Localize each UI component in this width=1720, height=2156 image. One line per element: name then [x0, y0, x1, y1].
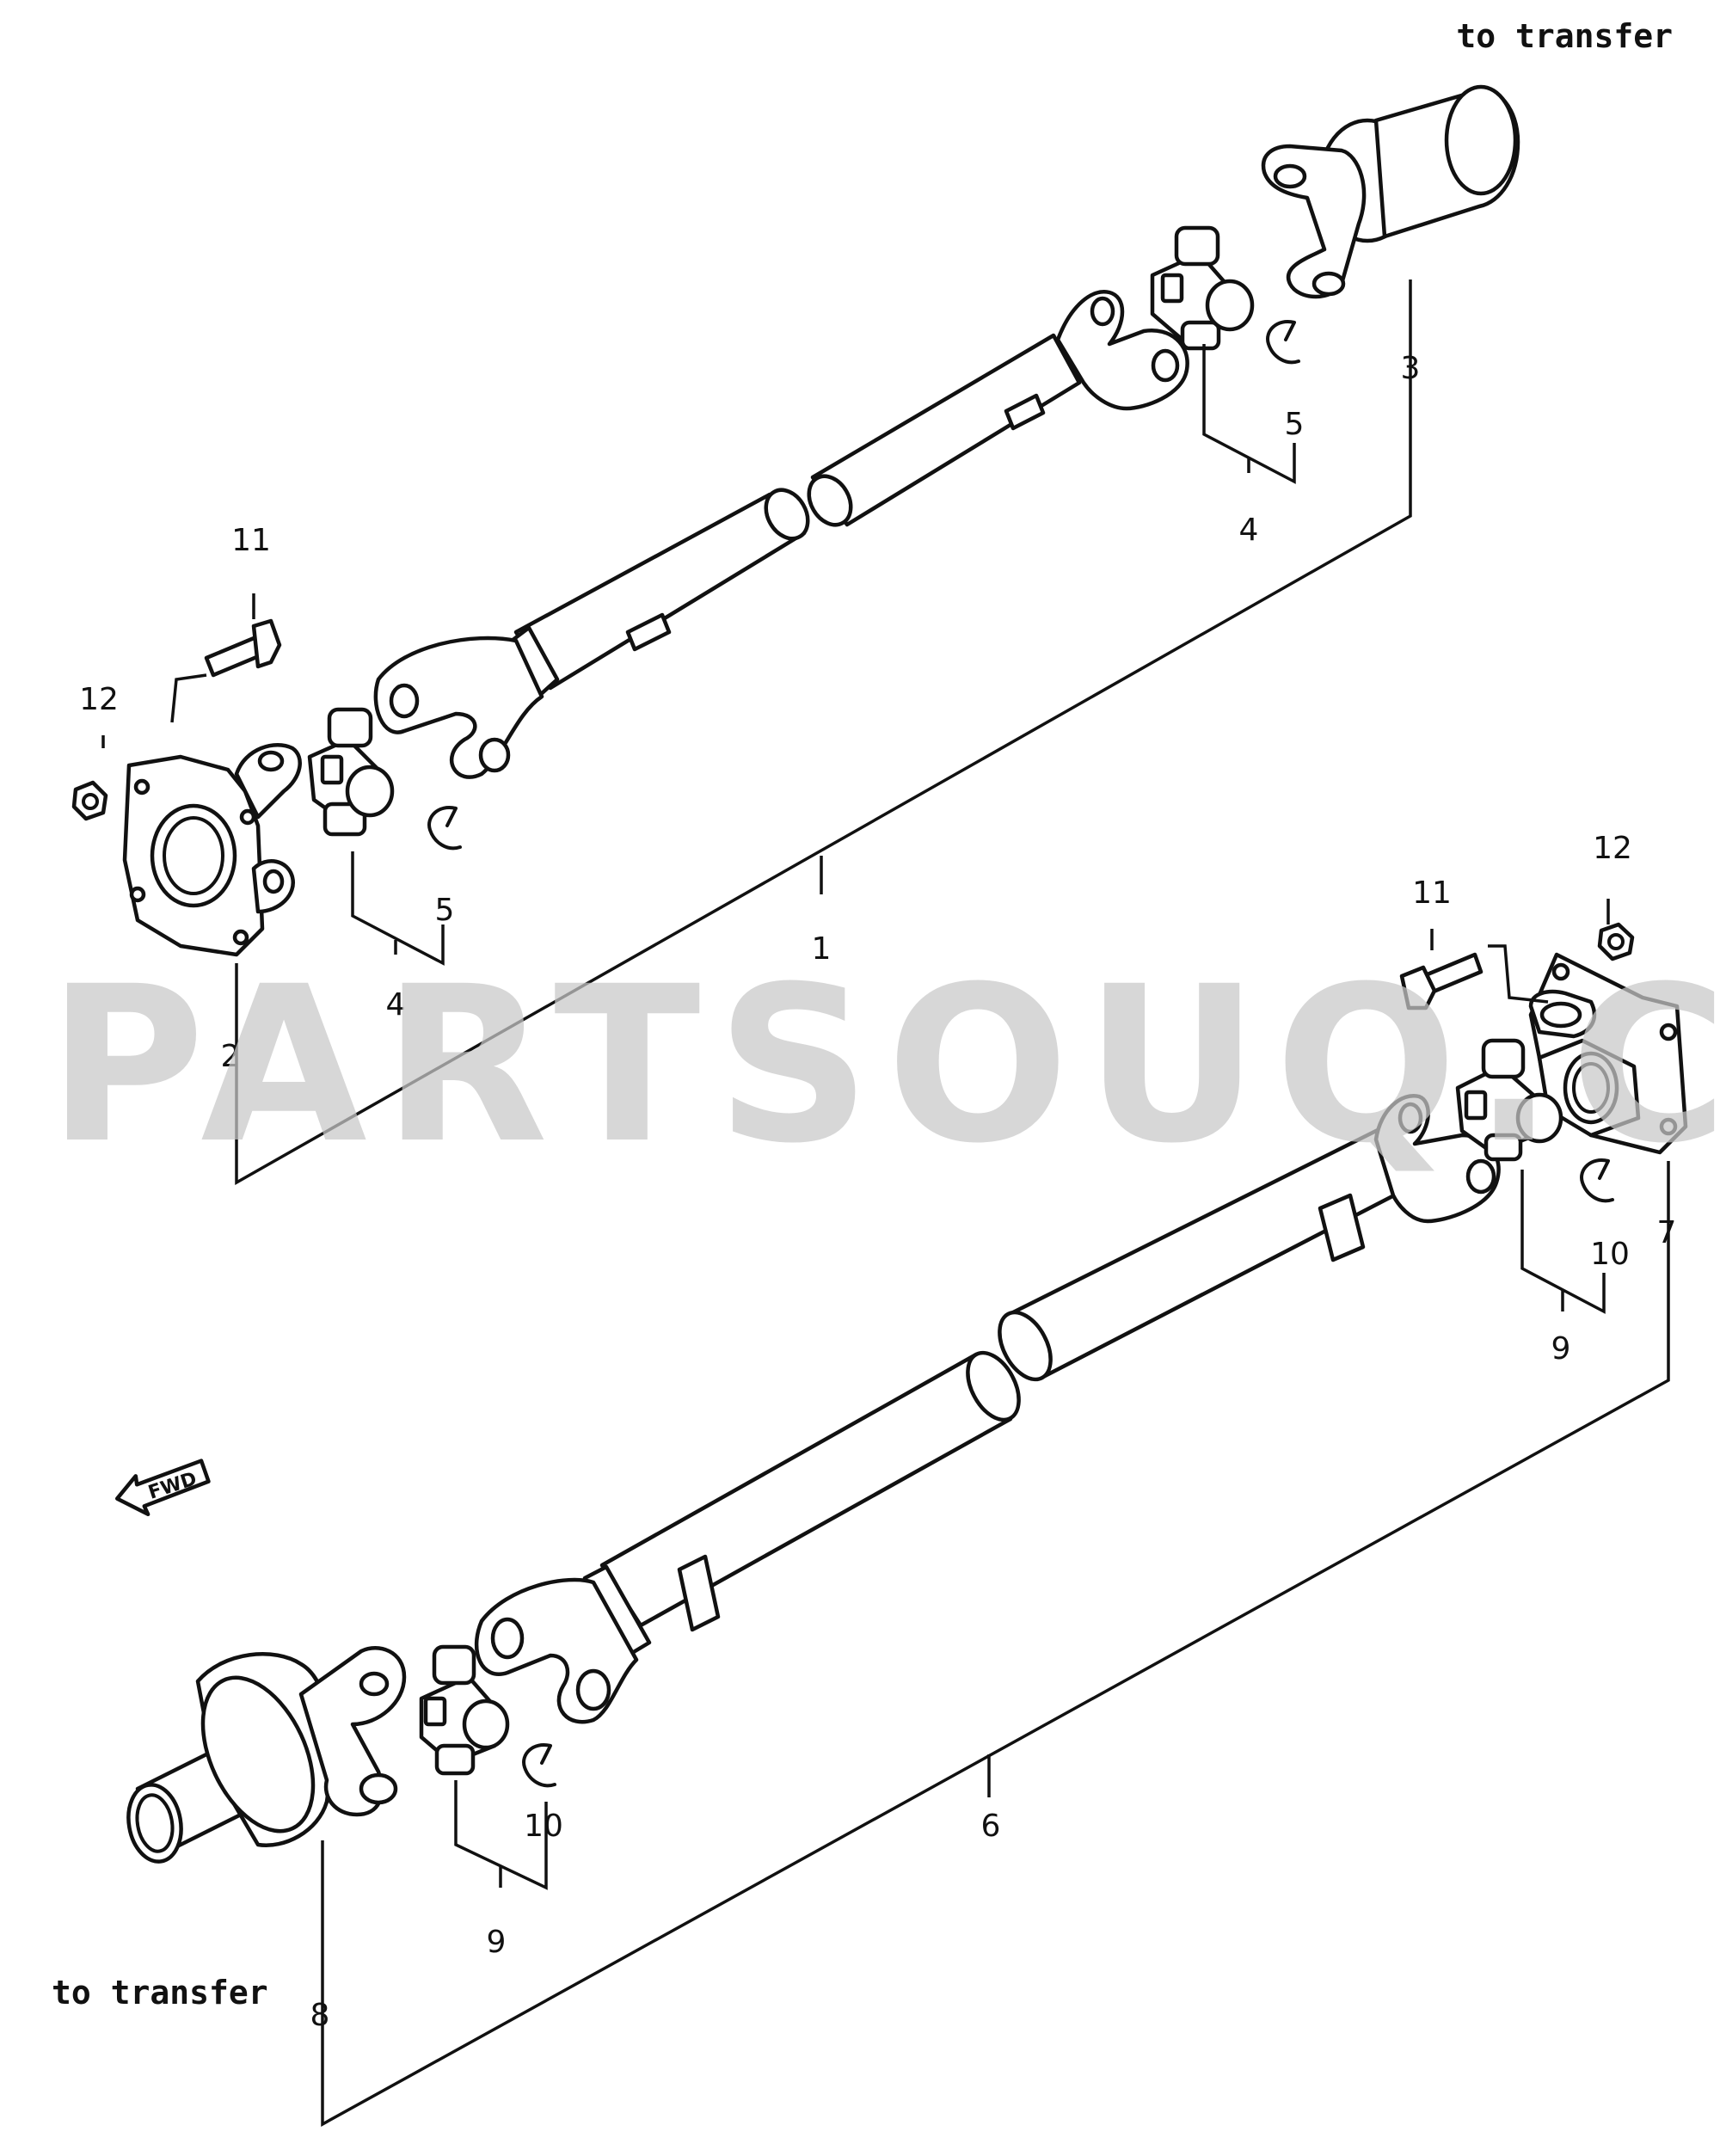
callout-9-lower: 9	[487, 1925, 507, 1960]
callout-labels: 1 2 3 4 4 5 5 6 7 8 9 9 10 10 11 11 12 1…	[79, 351, 1676, 2033]
front-propeller-shaft	[71, 84, 1520, 957]
callout-9-upper: 9	[1551, 1331, 1571, 1367]
callout-11-right: 11	[1412, 875, 1452, 911]
universal-joint-spider-rear	[1455, 1038, 1563, 1162]
callout-12-left: 12	[79, 682, 119, 717]
flange-bolt-rear	[1399, 952, 1484, 1010]
flange-nut	[71, 780, 108, 821]
sleeve-yoke-top	[1261, 84, 1520, 299]
universal-joint-spider-lower	[419, 1644, 510, 1776]
note-to-transfer-bottom: to transfer	[52, 1974, 268, 2012]
watermark: PARTSOUQ.COM	[47, 940, 1720, 1190]
callout-4-right: 4	[1239, 513, 1259, 548]
sleeve-yoke-bottom	[126, 1646, 407, 1864]
callout-10-lower: 10	[524, 1809, 563, 1844]
forward-arrow-icon: FWD	[114, 1459, 211, 1517]
callout-11-left: 11	[231, 523, 271, 558]
callout-3: 3	[1401, 351, 1421, 386]
universal-joint-spider-right	[1150, 225, 1255, 351]
callout-4-left: 4	[386, 987, 406, 1023]
callout-7: 7	[1657, 1215, 1677, 1250]
callout-5-left: 5	[435, 893, 455, 928]
callout-12-right: 12	[1593, 831, 1632, 866]
flange-nut-rear	[1597, 922, 1635, 961]
snap-ring	[1266, 320, 1300, 365]
callout-1: 1	[812, 931, 832, 967]
snap-ring	[522, 1743, 556, 1788]
note-to-transfer-top: to transfer	[1456, 17, 1673, 55]
universal-joint-spider-left	[307, 707, 395, 837]
flange-bolt	[204, 618, 282, 678]
snap-ring	[1580, 1158, 1614, 1203]
leader-lines	[101, 279, 1670, 2127]
snap-ring	[427, 806, 462, 851]
callout-2: 2	[221, 1039, 241, 1074]
flange-yoke	[122, 743, 302, 957]
callout-8: 8	[310, 1998, 330, 2033]
callout-6: 6	[981, 1809, 1001, 1844]
rear-propeller-shaft	[126, 922, 1688, 1864]
callout-10-upper: 10	[1590, 1237, 1630, 1272]
callout-5-right: 5	[1285, 407, 1305, 442]
flange-yoke-rear	[1528, 952, 1688, 1155]
